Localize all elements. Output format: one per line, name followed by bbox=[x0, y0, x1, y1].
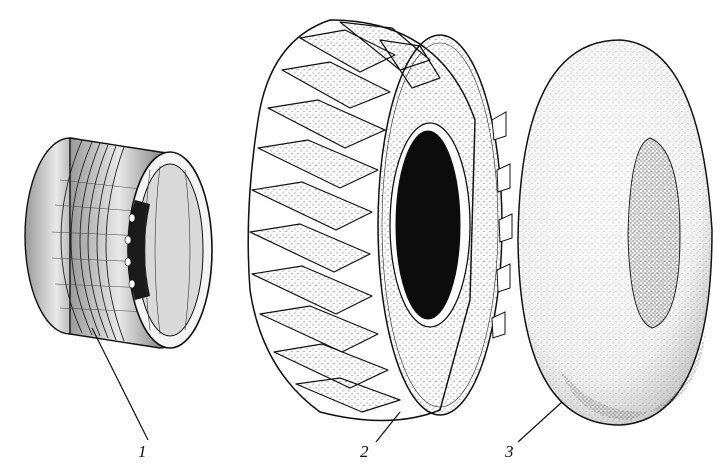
inner-tube-part bbox=[517, 39, 713, 426]
leader-line-tube bbox=[517, 401, 563, 443]
tire-part bbox=[247, 19, 513, 422]
callout-label-tire: 2 bbox=[360, 442, 369, 461]
leader-line-rim bbox=[91, 327, 149, 441]
callout-label-tube: 3 bbox=[505, 442, 514, 461]
leader-line-tire bbox=[375, 411, 401, 443]
leader-lines bbox=[91, 327, 563, 443]
callout-label-rim: 1 bbox=[138, 442, 147, 461]
rim-part bbox=[24, 137, 213, 349]
